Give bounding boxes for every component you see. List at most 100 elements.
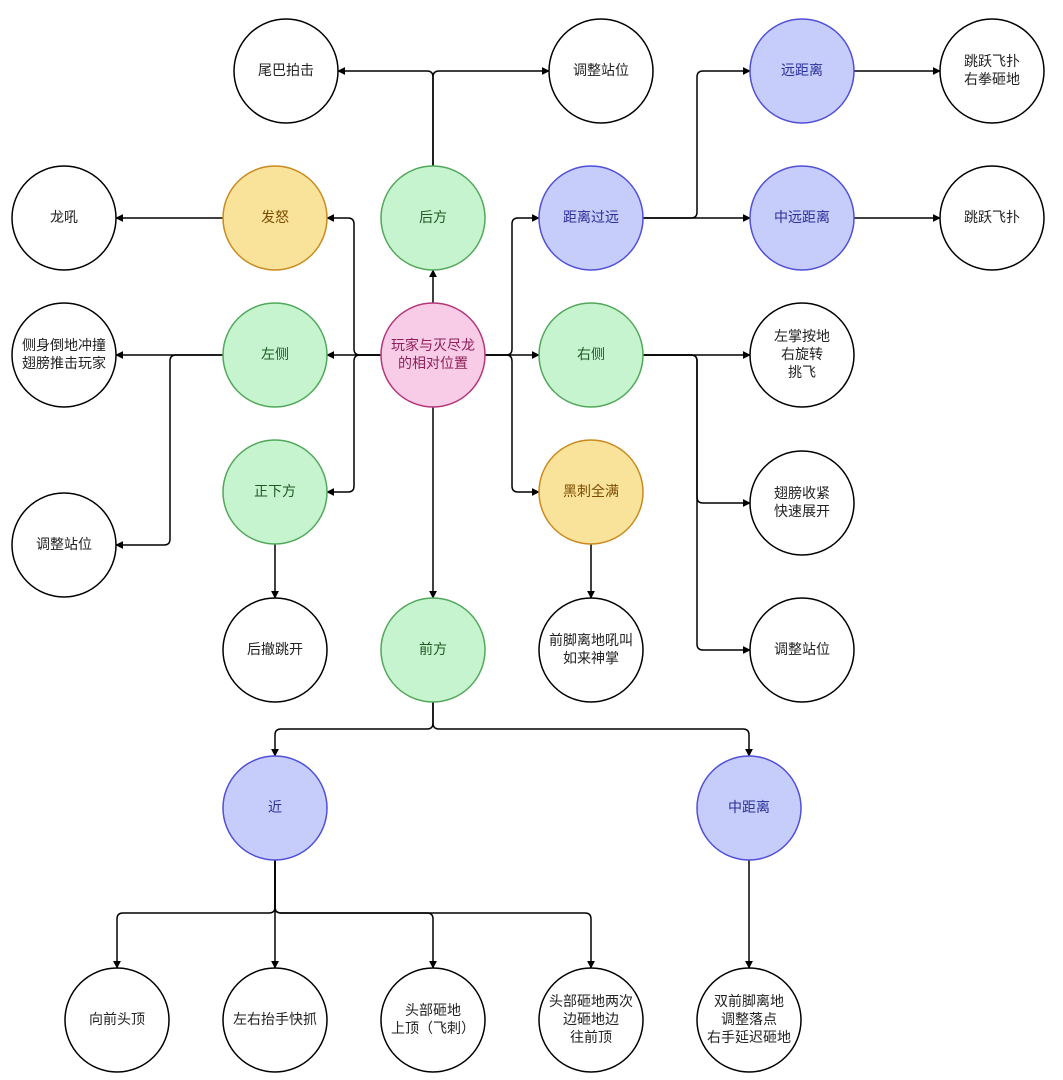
node-label-left-palm: 挑飞: [788, 365, 816, 381]
node-rage: 发怒: [222, 165, 328, 271]
node-circle-head-slam: [380, 967, 486, 1073]
edge-center-to-too-far: [485, 214, 540, 356]
edges-layer: [113, 67, 941, 969]
node-right: 右侧: [538, 302, 644, 408]
edge-center-to-rage: [326, 214, 381, 356]
node-circle-center: [380, 302, 486, 408]
node-too-far: 距离过远: [538, 165, 644, 271]
node-label-head-slam-twice: 往前顶: [570, 1029, 612, 1046]
node-label-reposition-right: 调整站位: [774, 642, 830, 658]
node-circle-near: [222, 755, 328, 861]
node-label-double-leg: 右手延迟砸地: [707, 1030, 791, 1046]
node-circle-front: [380, 597, 486, 703]
node-label-too-far: 距离过远: [563, 209, 619, 226]
node-spikes: 黑刺全满: [538, 439, 644, 545]
node-circle-roar: [11, 165, 117, 271]
node-circle-side-charge: [11, 302, 117, 408]
node-circle-double-leg: [696, 967, 802, 1073]
node-label-left-palm: 左掌按地: [774, 329, 830, 345]
node-label-head-slam: 上顶（飞刺）: [391, 1021, 475, 1037]
node-headbutt: 向前头顶: [64, 967, 170, 1073]
node-below: 正下方: [222, 439, 328, 545]
node-circle-tail-slam: [233, 18, 339, 124]
node-near: 近: [222, 755, 328, 861]
edge-too-far-to-far: [643, 67, 751, 219]
edge-near-to-head-slam: [274, 860, 437, 969]
edge-center-to-spikes: [485, 354, 540, 496]
node-circle-too-far: [538, 165, 644, 271]
node-circle-reposition-behind: [548, 18, 654, 124]
node-label-spikes: 黑刺全满: [563, 483, 619, 500]
node-circle-left: [222, 302, 328, 408]
node-left: 左侧: [222, 302, 328, 408]
node-label-roar-palm: 如来神掌: [563, 651, 619, 667]
node-front: 前方: [380, 597, 486, 703]
node-circle-wings: [749, 450, 855, 556]
node-label-reposition-left: 调整站位: [36, 537, 92, 553]
node-reposition-left: 调整站位: [11, 492, 117, 598]
node-label-wings: 翅膀收紧: [774, 485, 830, 502]
node-circle-below: [222, 439, 328, 545]
node-label-left-palm: 右旋转: [781, 347, 823, 363]
node-circle-mid: [696, 755, 802, 861]
node-circle-quick-grab: [222, 967, 328, 1073]
node-label-quick-grab: 左右抬手快抓: [233, 1012, 317, 1028]
node-circle-jump-pounce: [939, 165, 1045, 271]
node-label-center: 的相对位置: [398, 356, 468, 372]
node-label-head-slam: 头部砸地: [405, 1003, 461, 1019]
node-label-below: 正下方: [254, 484, 296, 500]
node-quick-grab: 左右抬手快抓: [222, 967, 328, 1073]
node-label-near: 近: [268, 800, 282, 816]
node-mid: 中距离: [696, 755, 802, 861]
node-label-jump-punch: 右拳砸地: [964, 72, 1020, 88]
node-label-mid: 中距离: [728, 799, 770, 816]
node-label-reposition-behind: 调整站位: [573, 63, 629, 79]
node-label-roar-palm: 前脚离地吼叫: [549, 632, 633, 649]
node-label-jump-pounce: 跳跃飞扑: [964, 210, 1020, 226]
node-circle-roar-palm: [538, 597, 644, 703]
node-roar: 龙吼: [11, 165, 117, 271]
nodes-layer: 玩家与灭尽龙的相对位置后方左侧右侧正下方前方发怒黑刺全满距离过远远距离中远距离近…: [11, 18, 1045, 1073]
edge-right-to-reposition-right: [643, 354, 751, 654]
node-far: 远距离: [749, 18, 855, 124]
node-label-behind: 后方: [419, 210, 447, 226]
node-circle-behind: [380, 165, 486, 271]
node-reposition-right: 调整站位: [749, 597, 855, 703]
edge-left-to-reposition-left: [115, 354, 223, 549]
node-label-roar: 龙吼: [50, 210, 78, 226]
edge-front-to-near: [271, 702, 434, 757]
edge-near-to-headbutt: [113, 860, 276, 969]
edge-near-to-head-slam-twice: [274, 860, 595, 969]
node-circle-reposition-left: [11, 492, 117, 598]
node-label-jump-punch: 跳跃飞扑: [964, 54, 1020, 70]
node-circle-head-slam-twice: [538, 967, 644, 1073]
node-label-back-jump: 后撤跳开: [247, 642, 303, 658]
node-label-left: 左侧: [261, 347, 289, 363]
edge-front-to-mid: [432, 702, 753, 757]
node-tail-slam: 尾巴拍击: [233, 18, 339, 124]
node-back-jump: 后撤跳开: [222, 597, 328, 703]
node-label-head-slam-twice: 边砸地边: [563, 1012, 619, 1028]
edge-center-to-below: [326, 354, 381, 496]
node-circle-mid-far: [749, 165, 855, 271]
node-label-tail-slam: 尾巴拍击: [258, 63, 314, 79]
node-label-side-charge: 翅膀推击玩家: [22, 355, 106, 372]
node-label-rage: 发怒: [261, 210, 289, 226]
node-circle-rage: [222, 165, 328, 271]
edge-behind-to-reposition-behind: [432, 67, 550, 166]
node-circle-far: [749, 18, 855, 124]
node-circle-left-palm: [749, 302, 855, 408]
node-label-wings: 快速展开: [774, 504, 830, 520]
node-circle-reposition-right: [749, 597, 855, 703]
node-label-far: 远距离: [781, 62, 823, 79]
node-circle-headbutt: [64, 967, 170, 1073]
node-circle-jump-punch: [939, 18, 1045, 124]
